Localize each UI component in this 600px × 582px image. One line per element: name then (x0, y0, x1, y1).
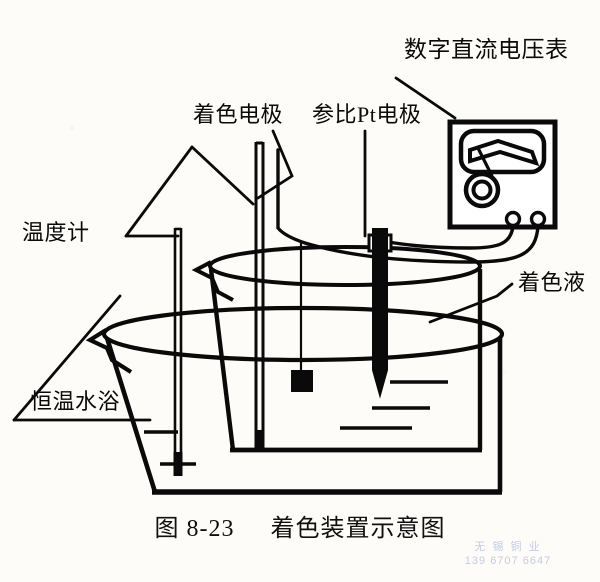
workpiece-sample-group (291, 243, 313, 392)
caption-title: 着色装置示意图 (270, 516, 446, 542)
leader-thermometer-diagonal (190, 145, 255, 206)
figure-caption: 图 8-23 着色装置示意图 (0, 508, 600, 543)
water-bath-rim (101, 305, 505, 363)
pt-rod-body (372, 228, 388, 399)
label-reference-pt-electrode: 参比Pt电极 (312, 102, 422, 127)
leader-lines-group (12, 76, 514, 422)
label-constant-temperature-water-bath: 恒温水浴 (30, 389, 121, 414)
watermark-phone: 139 6707 6647 (464, 555, 552, 567)
leader-coloring-electrode (256, 129, 294, 200)
lead-wire-to-pt-electrode (380, 224, 515, 250)
thermometer-bulb (173, 452, 183, 476)
leader-voltmeter (394, 76, 457, 120)
solution-level-marks (340, 380, 448, 430)
dial-needle (476, 147, 494, 177)
water-level-marks (144, 430, 196, 466)
water-bath-spout (85, 328, 133, 374)
leader-thermometer-upper (124, 145, 194, 238)
label-coloring-solution: 着色液 (518, 270, 586, 295)
leader-water-bath-upper (12, 294, 122, 422)
rotary-knob-center[interactable] (471, 179, 493, 201)
water-bath-vessel (85, 305, 505, 495)
label-coloring-electrode: 着色电极 (193, 102, 284, 127)
label-thermometer: 温度计 (22, 220, 90, 245)
voltmeter-group (447, 119, 558, 230)
workpiece-sample (291, 370, 313, 392)
dial-scale-arc (468, 138, 540, 167)
beaker-rim (208, 245, 482, 287)
binding-post-right[interactable] (529, 210, 547, 228)
beaker-spout (191, 260, 234, 302)
binding-post-left[interactable] (504, 210, 522, 228)
coloring-rod-electrode (254, 141, 265, 448)
platinum-rod-electrode (367, 228, 393, 399)
watermark: 无 锡 铜 业 139 6707 6647 (438, 540, 578, 568)
thermometer (173, 227, 183, 476)
beaker-left-wall (208, 268, 236, 451)
watermark-text: 无 锡 铜 业 (474, 541, 542, 553)
caption-number: 图 8-23 (154, 516, 235, 542)
leader-coloring-solution (428, 282, 514, 324)
label-voltmeter: 数字直流电压表 (404, 37, 569, 62)
coloring-rod-tip (254, 430, 265, 448)
coloring-solution-beaker (191, 245, 483, 453)
